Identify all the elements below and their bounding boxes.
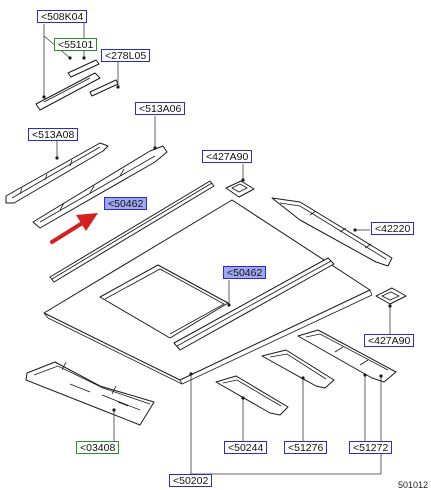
part-427A90-right [375, 287, 407, 305]
part-508K04 [35, 72, 101, 111]
part-50244 [215, 375, 289, 416]
part-55101 [67, 59, 100, 78]
part-51276 [261, 349, 335, 389]
part-50462-right-strip [173, 257, 335, 351]
callout-55101[interactable]: <55101 [54, 38, 98, 51]
callout-42220[interactable]: <42220 [371, 222, 415, 235]
callout-513A06[interactable]: <513A06 [135, 102, 186, 115]
callout-50202[interactable]: <50202 [169, 474, 213, 487]
callout-278L05[interactable]: <278L05 [101, 49, 151, 62]
part-513A06 [32, 145, 168, 229]
callout-50244[interactable]: <50244 [224, 441, 268, 454]
callout-03408[interactable]: <03408 [76, 441, 120, 454]
callout-427A90-right[interactable]: <427A90 [364, 334, 415, 347]
part-42220 [271, 197, 393, 267]
callout-508K04[interactable]: <508K04 [37, 10, 88, 23]
callout-50462-left[interactable]: <50462 [104, 197, 148, 210]
red-pointer-arrow-icon [50, 213, 98, 244]
leader-dots [42, 56, 392, 412]
callout-513A08[interactable]: <513A08 [28, 128, 79, 141]
callout-51276[interactable]: <51276 [284, 441, 328, 454]
part-278L05 [89, 79, 119, 97]
roof-panel [43, 199, 373, 385]
callout-51272[interactable]: <51272 [349, 441, 393, 454]
callout-427A90-top[interactable]: <427A90 [202, 150, 253, 163]
callout-50462-right[interactable]: <50462 [223, 266, 267, 279]
part-03408 [25, 361, 155, 426]
leader-lines [43, 22, 391, 475]
part-51272 [297, 329, 397, 383]
part-427A90-top [225, 180, 255, 198]
part-50462-left-strip [49, 180, 215, 283]
roof-rear-edge [179, 379, 183, 385]
document-number: 501012 [398, 480, 429, 490]
part-513A08 [5, 142, 109, 204]
